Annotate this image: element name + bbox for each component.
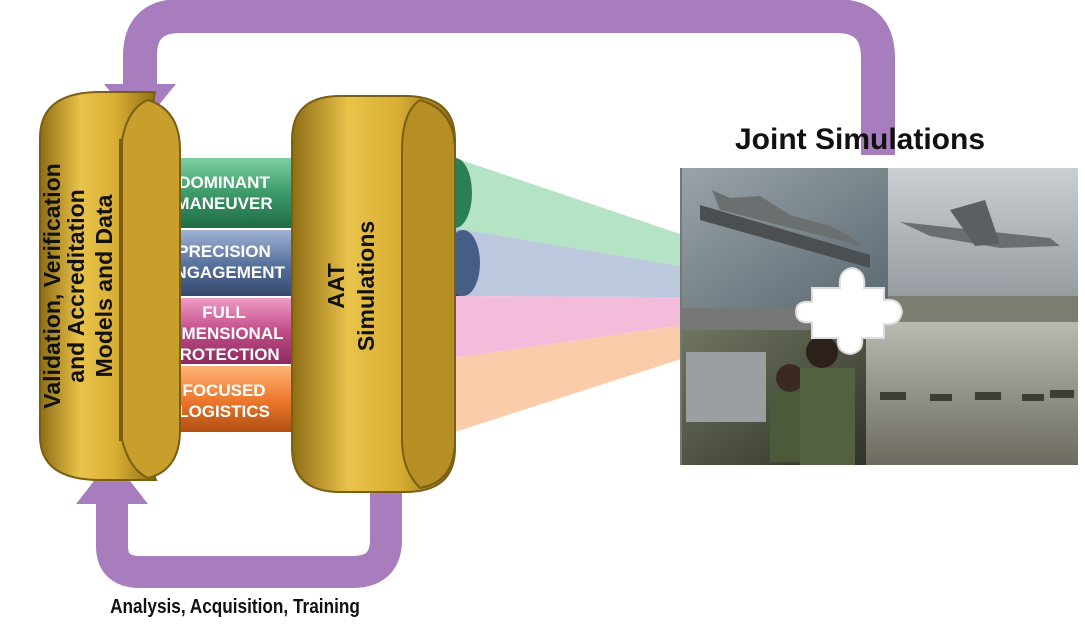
pillar-4-line-2: LOGISTICS [178,402,270,421]
left-ring-line-2: and Accreditation [63,189,89,382]
pillar-4-line-1: FOCUSED [182,381,265,400]
right-ring-line-1: AAT [323,263,349,309]
pillar-3-line-3: PROTECTION [168,345,279,364]
puzzle-piece-icon [794,266,904,356]
left-ring-text: Validation, Verification and Accreditati… [39,163,117,408]
caption: Analysis, Acquisition, Training [110,596,360,618]
right-ring-line-2: Simulations [353,221,379,351]
pillar-3-line-2: DIMENSIONAL [165,324,284,343]
pillar-1-line-1: DOMINANT [178,173,270,192]
right-ring [291,95,456,493]
left-ring [39,91,181,481]
pillar-1-line-2: MANEUVER [175,194,272,213]
pillar-2-line-1: PRECISION [177,242,271,261]
joint-simulations-collage [680,168,1078,465]
left-ring-line-3: Models and Data [91,194,117,377]
right-ring-text: AAT Simulations [323,221,379,351]
joint-simulations-title: Joint Simulations [734,123,986,156]
left-ring-line-1: Validation, Verification [39,163,65,408]
pillar-3-line-1: FULL [202,303,245,322]
pillar-2-line-2: ENGAGEMENT [163,263,285,282]
pillar-labels: DOMINANT MANEUVER PRECISION ENGAGEMENT F… [163,173,285,421]
